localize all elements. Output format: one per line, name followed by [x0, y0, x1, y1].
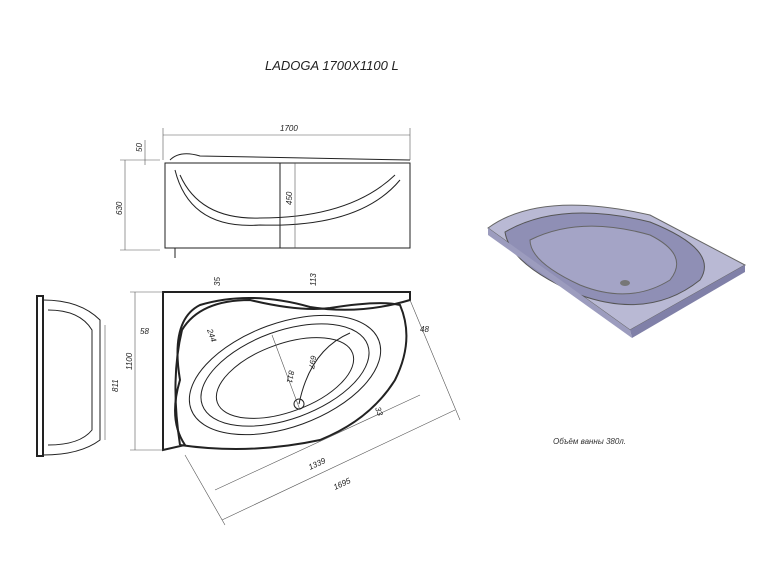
side-view: 1700 50 630 450 — [115, 124, 411, 258]
volume-label: Объём ванны 380л. — [553, 437, 627, 446]
dim-58: 58 — [140, 327, 149, 336]
dim-width: 1100 — [125, 352, 134, 370]
plan-view: 1100 58 48 35 113 244 811 697 33 1339 16… — [125, 273, 461, 526]
drawing-title: LADOGA 1700X1100 L — [265, 58, 399, 73]
dim-35: 35 — [213, 277, 222, 286]
dim-48: 48 — [420, 325, 429, 334]
dim-33: 33 — [373, 406, 385, 418]
dim-inner-811: 811 — [285, 370, 296, 384]
dim-697: 697 — [307, 355, 318, 370]
dim-length: 1700 — [280, 124, 298, 133]
bathtub-3d-render — [487, 204, 747, 338]
dim-1339: 1339 — [307, 456, 327, 472]
dim-rim-height: 50 — [135, 143, 144, 152]
dim-total-height: 630 — [115, 201, 124, 215]
dim-inner-depth: 450 — [285, 191, 294, 205]
dim-113: 113 — [309, 273, 318, 286]
dim-244: 244 — [205, 327, 219, 344]
dim-1695: 1695 — [332, 476, 352, 492]
end-view: 811 — [36, 295, 120, 457]
dim-side-811: 811 — [111, 379, 120, 392]
